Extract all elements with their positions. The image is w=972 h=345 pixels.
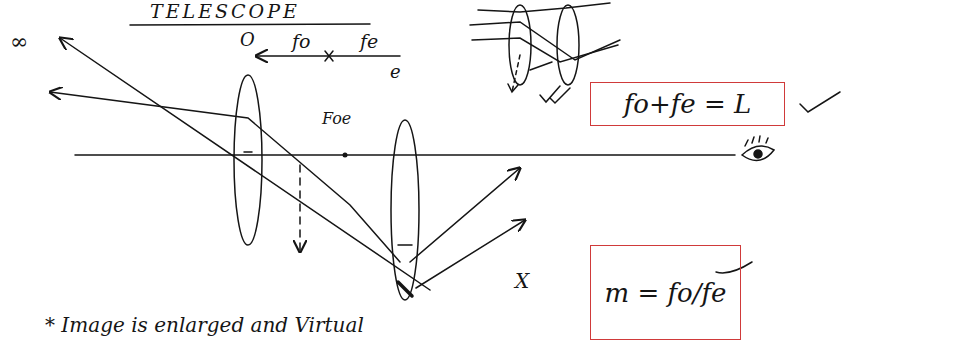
light-ray: [60, 38, 430, 290]
inset-sketch: [470, 3, 620, 92]
formula-text: fo+fe = L: [624, 89, 752, 119]
objective-label: O: [240, 30, 255, 50]
lens-mark: [398, 244, 412, 246]
check-mark: [540, 86, 570, 103]
formula-box: m = fo/fe: [590, 245, 741, 340]
light-ray: [50, 92, 400, 262]
infinity-symbol: ∞: [10, 30, 28, 54]
image-mark: [398, 282, 412, 296]
check-mark: [716, 262, 752, 273]
focal-length-label: fo: [292, 31, 310, 52]
title: TELESCOPE: [150, 1, 300, 22]
focal-length-label: fe: [360, 31, 378, 52]
title-underline: [130, 24, 370, 25]
refracted-ray: [410, 168, 520, 262]
formula-text: m = fo/fe: [604, 278, 726, 308]
lens-mark: [244, 151, 252, 153]
note-text: * Image is enlarged and Virtual: [45, 314, 364, 336]
axis-label: X: [515, 270, 529, 292]
eyepiece-label: e: [390, 62, 401, 82]
optical-axis: [75, 154, 735, 156]
eye-pupil: [754, 150, 762, 158]
focal-point-label: Foe: [322, 110, 351, 128]
eye-symbol: [742, 146, 774, 160]
check-mark: [800, 92, 840, 112]
image-arrow: [299, 165, 301, 252]
refracted-ray: [416, 220, 525, 288]
formula-box: fo+fe = L: [590, 82, 785, 126]
eyelashes: [745, 136, 768, 146]
focal-point: [343, 153, 348, 158]
focal-mark: [325, 51, 333, 61]
